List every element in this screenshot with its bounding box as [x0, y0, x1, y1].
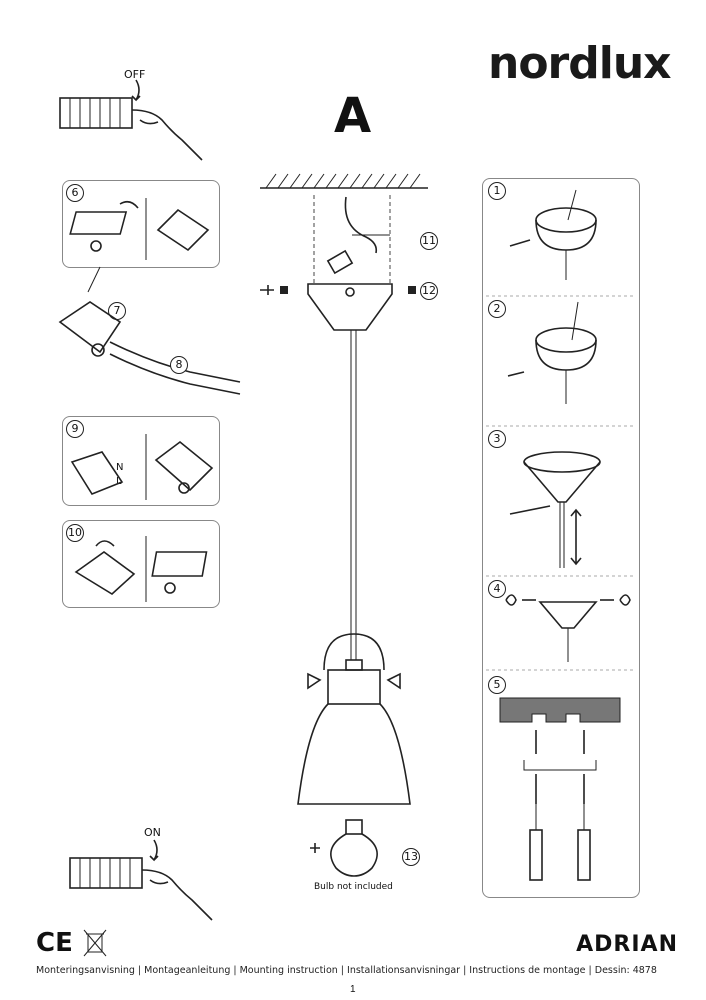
step-9-panel: [62, 416, 220, 506]
step-8-number: 8: [170, 356, 188, 374]
callout-13: 13: [402, 848, 420, 866]
right-steps-panel: [482, 178, 640, 898]
step-6-number: 6: [66, 184, 84, 202]
brand-logo: nordlux: [488, 38, 672, 89]
step-6-illustration: [69, 198, 210, 260]
step-7-illustration: [58, 266, 241, 395]
step-9-number: 9: [66, 420, 84, 438]
footer-instructions: Monteringsanvisning | Montageanleitung |…: [36, 965, 657, 976]
step-10-number: 10: [66, 524, 84, 542]
page-number: 1: [350, 984, 356, 995]
ceiling-hatching: [260, 173, 428, 189]
ce-mark: CE: [36, 928, 73, 958]
step-1-number: 1: [488, 182, 506, 200]
wire-label-l: L: [116, 476, 122, 487]
step-5-number: 5: [488, 676, 506, 694]
callout-11: 11: [420, 232, 438, 250]
ceiling-mount-guides: [313, 195, 391, 283]
switch-on-label: ON: [144, 826, 161, 839]
product-name: ADRIAN: [576, 932, 678, 957]
step-10-illustration: [74, 536, 208, 602]
weee-bin-icon: [83, 929, 107, 957]
step-3-number: 3: [488, 430, 506, 448]
bulb-illustration: [310, 819, 378, 877]
switch-on-illustration: [69, 839, 213, 921]
wire-label-n: N: [116, 462, 124, 473]
step-4-number: 4: [488, 580, 506, 598]
callout-12: 12: [420, 282, 438, 300]
step-9-illustration: [70, 434, 214, 500]
step-6-panel: [62, 180, 220, 268]
switch-off-label: OFF: [124, 68, 146, 81]
step-1-illustration: [509, 189, 597, 280]
canopy-illustration: [260, 283, 416, 331]
switch-off-illustration: [59, 79, 203, 161]
step-3-illustration: [509, 451, 601, 568]
sheet-letter: A: [334, 88, 372, 144]
step-5-illustration: [499, 697, 621, 881]
right-steps-separators: [486, 295, 634, 671]
bulb-note: Bulb not included: [314, 882, 393, 892]
step-2-illustration: [507, 301, 597, 404]
step-4-illustration: [505, 594, 631, 662]
lamp-shade-illustration: [297, 633, 411, 805]
step-2-number: 2: [488, 300, 506, 318]
pendant-cord: [350, 330, 357, 660]
